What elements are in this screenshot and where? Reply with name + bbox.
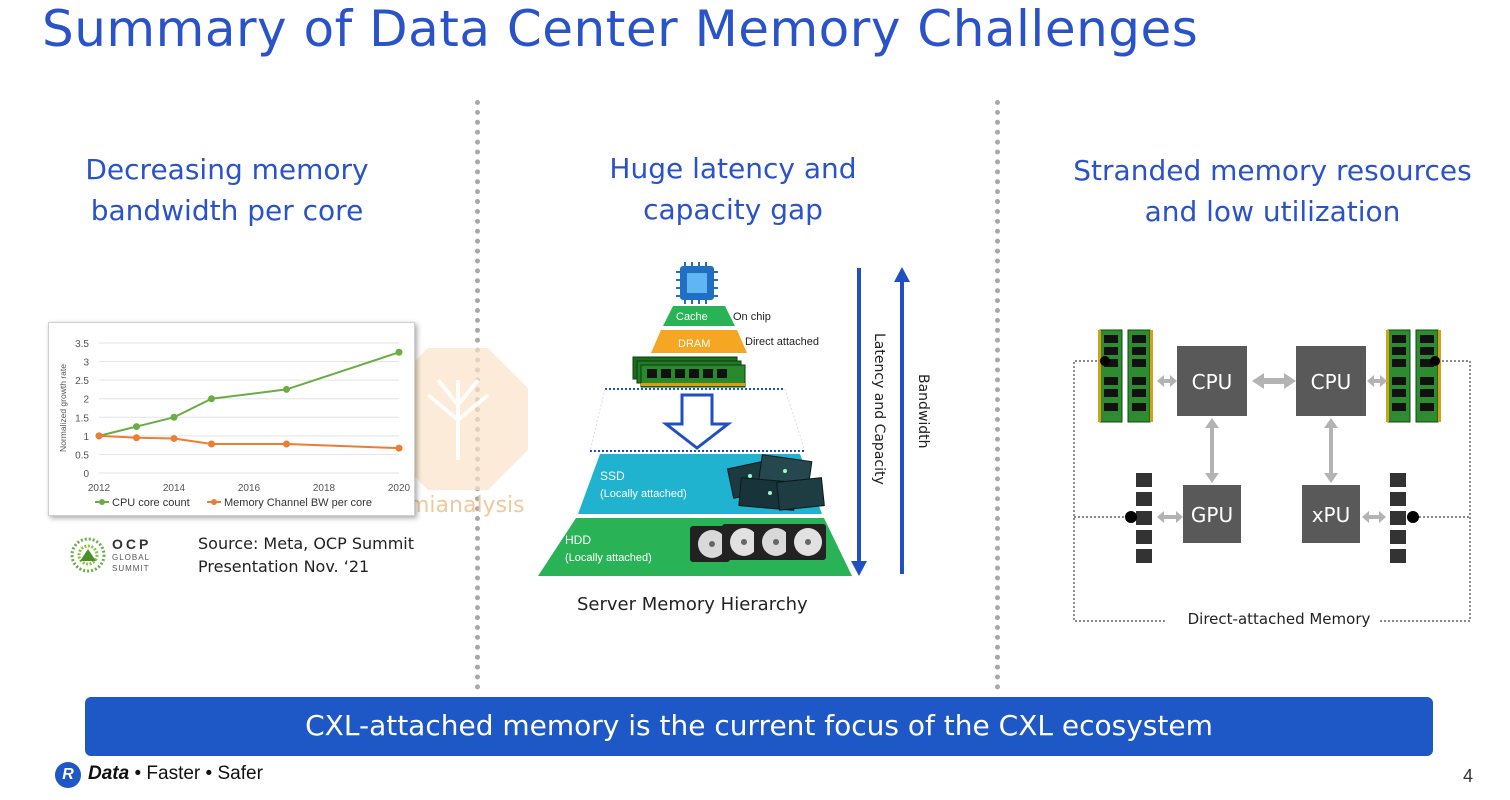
growth-chart: 0 0.5 1 1.5 2 2.5 3 3.5 2012 2014 2016 2018 2020 Norm… — [48, 322, 415, 516]
y-tick-label: 3.5 — [75, 339, 89, 350]
data-point — [170, 413, 178, 421]
y-tick-label: 1.5 — [75, 413, 89, 424]
stranded-memory-diagram: CPU CPU GPU xPU Direct-attached Memory — [1073, 329, 1471, 628]
legend-label: CPU core count — [112, 497, 190, 509]
dram-modules-icon — [632, 356, 746, 388]
data-point — [395, 348, 403, 356]
middle-heading-line2: capacity gap — [643, 193, 823, 226]
footer-brand: Data — [88, 763, 130, 784]
data-point — [133, 434, 140, 442]
hierarchy-caption: Server Memory Hierarchy — [577, 594, 808, 615]
middle-heading-line1: Huge latency and — [609, 152, 857, 185]
cpu-box-left — [1177, 346, 1247, 416]
y-tick-label: 0 — [83, 469, 89, 480]
footer-sep2: • — [200, 763, 218, 784]
data-point — [170, 434, 178, 442]
ocp-logo-sub1: GLOBAL — [112, 553, 151, 562]
footer-word3: Safer — [217, 763, 263, 784]
xpu-memory-stack-icon — [1390, 473, 1419, 563]
data-point — [283, 385, 290, 393]
hdd-label: HDD — [565, 533, 591, 547]
ssd-note: (Locally attached) — [600, 488, 687, 500]
expand-arrow-icon — [661, 393, 733, 450]
page-title: Summary of Data Center Memory Challenges — [42, 0, 1199, 58]
y-tick-label: 1 — [83, 432, 89, 443]
xpu-box — [1302, 485, 1360, 543]
source-citation: Source: Meta, OCP Summit Presentation No… — [198, 532, 414, 578]
data-point — [208, 440, 215, 448]
ocp-logo-icon — [70, 537, 106, 573]
cache-note: On chip — [733, 311, 771, 323]
legend-label: Memory Channel BW per core — [224, 497, 372, 509]
dram-note: Direct attached — [745, 336, 819, 348]
latency-capacity-label: Latency and Capacity — [871, 333, 887, 485]
y-tick-label: 0.5 — [75, 450, 89, 461]
series-line — [98, 351, 400, 437]
left-heading-line1: Decreasing memory — [85, 153, 369, 186]
page-number: 4 — [1463, 766, 1474, 786]
cache-tier — [663, 306, 735, 326]
cpu-label-right: CPU — [1311, 370, 1352, 394]
right-heading-line2: and low utilization — [1144, 195, 1401, 228]
ocp-logo-text: OCP — [112, 536, 152, 552]
gpu-box — [1183, 485, 1241, 543]
left-heading: Decreasing memory bandwidth per core — [62, 149, 392, 231]
data-point — [133, 423, 140, 431]
data-point — [208, 395, 215, 403]
cpu-box-right — [1296, 346, 1366, 416]
middle-heading: Huge latency and capacity gap — [568, 148, 898, 230]
y-tick-label: 2.5 — [75, 376, 89, 387]
dimm-left-icon — [1098, 329, 1153, 423]
cxl-banner: CXL-attached memory is the current focus… — [85, 697, 1433, 756]
y-axis-label: Normalized growth rate — [58, 364, 68, 452]
x-tick-label: 2012 — [88, 483, 111, 494]
xpu-label: xPU — [1312, 503, 1351, 527]
data-point — [283, 440, 290, 448]
direct-memory-label: Direct-attached Memory — [1188, 610, 1371, 628]
legend-marker — [211, 499, 217, 505]
ssd-label: SSD — [600, 469, 625, 483]
cache-label: Cache — [676, 311, 708, 323]
y-tick-label: 3 — [83, 358, 89, 369]
gpu-memory-stack-icon — [1125, 473, 1152, 563]
gpu-label: GPU — [1191, 503, 1233, 527]
hdd-note: (Locally attached) — [565, 552, 652, 564]
source-line1: Source: Meta, OCP Summit — [198, 534, 415, 553]
ocp-logo-sub2: SUMMIT — [112, 564, 150, 573]
dram-tier — [651, 330, 747, 353]
dram-label: DRAM — [678, 338, 710, 350]
data-point — [95, 432, 103, 440]
x-tick-label: 2018 — [313, 483, 336, 494]
x-tick-label: 2014 — [163, 483, 186, 494]
right-heading: Stranded memory resources and low utiliz… — [1060, 150, 1485, 232]
series-line — [98, 434, 400, 450]
growth-chart-svg: 0 0.5 1 1.5 2 2.5 3 3.5 2012 2014 2016 2018 2020 Norm… — [58, 339, 411, 509]
connection-arrows — [1157, 373, 1387, 523]
footer-sep1: • — [129, 763, 147, 784]
hdd-drives-icon — [690, 524, 826, 562]
x-tick-label: 2016 — [238, 483, 261, 494]
cxl-banner-text: CXL-attached memory is the current focus… — [305, 709, 1213, 742]
right-heading-line1: Stranded memory resources — [1073, 154, 1472, 187]
source-line2: Presentation Nov. ‘21 — [198, 557, 370, 576]
footer-tagline: Data • Faster • Safer — [88, 763, 263, 785]
dimm-right-icon — [1386, 329, 1441, 423]
watermark-tree-icon — [426, 378, 490, 460]
footer-word2: Faster — [146, 763, 201, 784]
cpu-label-left: CPU — [1192, 370, 1233, 394]
column-divider-right — [995, 100, 1000, 690]
semianalysis-watermark: semianalysis — [388, 348, 528, 518]
y-tick-label: 2 — [83, 395, 89, 406]
chip-icon — [676, 262, 718, 304]
bandwidth-label: Bandwidth — [915, 374, 931, 449]
ssd-drives-icon — [726, 454, 825, 511]
legend-marker — [99, 499, 105, 505]
x-tick-label: 2020 — [388, 483, 411, 494]
rambus-logo-icon: R — [55, 762, 81, 788]
data-point — [395, 444, 403, 452]
memory-hierarchy-pyramid: Cache On chip DRAM Direct attached SSD (… — [538, 262, 931, 576]
left-heading-line2: bandwidth per core — [90, 194, 364, 227]
